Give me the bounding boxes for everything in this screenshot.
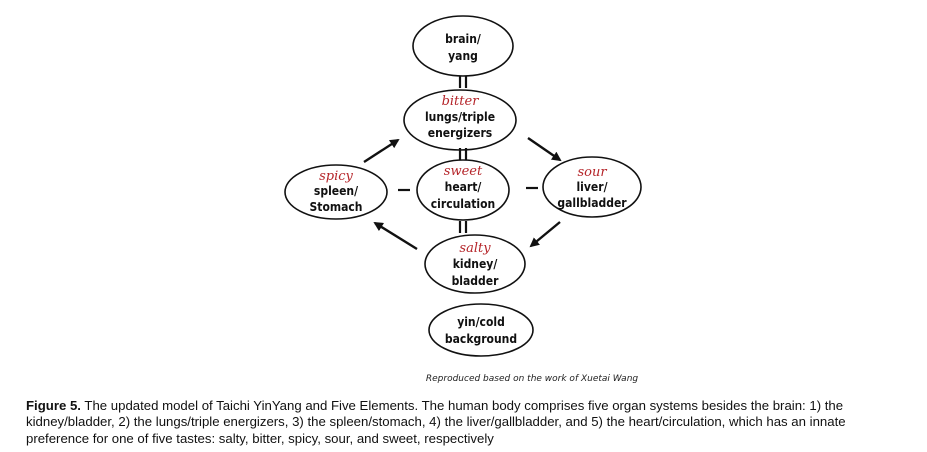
spleen-label-line2: Stomach [310,200,363,214]
brain-label-line2: yang [448,49,478,63]
spleen-label-line1: spleen/ [314,184,358,198]
lungs-label-line1: lungs/triple [425,110,495,124]
arrow-kidney-to-spleen [373,221,418,251]
caption-label: Figure 5. [26,398,81,413]
node-yin-cold-background: yin/cold background [428,303,534,357]
credit-line: Reproduced based on the work of Xuetai W… [426,374,639,384]
taste-salty: salty [459,241,491,256]
yin-label-line2: background [445,332,517,346]
caption-text: The updated model of Taichi YinYang and … [26,398,846,446]
liver-label-line1: liver/ [576,180,607,194]
arrow-liver-to-kidney [529,221,561,248]
figure-caption: Figure 5. The updated model of Taichi Yi… [26,398,911,447]
node-liver: sour liver/ gallbladder [542,156,642,218]
node-kidney: salty kidney/ bladder [424,234,526,294]
heart-label-line2: circulation [431,197,495,211]
taste-bitter: bitter [442,94,480,109]
connector-heart-kidney [458,221,468,233]
yin-label-line1: yin/cold [457,315,505,329]
taste-sour: sour [577,165,607,180]
five-elements-diagram: brain/ yang bitter lungs/triple energize… [284,15,642,384]
taste-sweet: sweet [444,164,483,179]
arrow-spleen-to-lungs [363,138,400,164]
heart-label-line1: heart/ [445,180,482,194]
arrow-lungs-to-liver [527,137,562,162]
node-heart: sweet heart/ circulation [416,159,510,221]
node-spleen: spicy spleen/ Stomach [284,164,388,220]
kidney-label-line2: bladder [452,274,499,288]
connector-brain-lungs [458,76,468,88]
connector-lungs-heart [458,148,468,160]
node-lungs: bitter lungs/triple energizers [403,89,517,151]
taste-spicy: spicy [319,169,353,184]
node-brain-yang: brain/ yang [412,15,514,77]
liver-label-line2: gallbladder [557,196,627,210]
lungs-label-line2: energizers [428,126,492,140]
kidney-label-line1: kidney/ [453,257,498,271]
brain-label-line1: brain/ [445,32,481,46]
